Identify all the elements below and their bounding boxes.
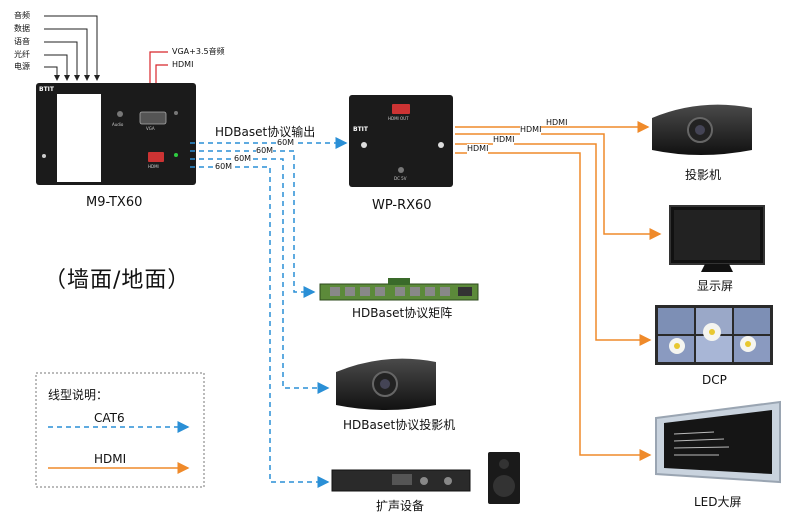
output-label-monitor: 显示屏 — [697, 279, 734, 293]
vga-audio-label: VGA+3.5音频 — [172, 47, 225, 56]
matrix-label: HDBaset协议矩阵 — [352, 306, 453, 320]
input-label-voice: 语音 — [14, 37, 30, 46]
rx-port-hdmi-out: HDMI OUT — [388, 116, 409, 121]
hdmi-input-label: HDMI — [172, 60, 194, 69]
distance-label: 60M — [234, 154, 252, 164]
led-screen-image — [655, 400, 781, 484]
projector-image — [652, 104, 752, 155]
tx-brand-logo: BTIT — [39, 86, 54, 93]
tx-device — [36, 83, 196, 185]
distance-label: 60M — [256, 146, 274, 156]
hdmi-line-label: HDMI — [467, 144, 489, 154]
distance-label: 60M — [215, 162, 233, 172]
output-label-led: LED大屏 — [694, 495, 742, 509]
rx-brand-logo: BTIT — [353, 126, 368, 133]
legend-cat6-label: CAT6 — [94, 411, 125, 425]
rx-device — [349, 95, 453, 187]
hdbaset-projector-image — [336, 358, 436, 410]
tx-port-hdmi: HDMI — [148, 164, 159, 169]
cat6-lines — [190, 137, 348, 488]
input-label-data: 数据 — [14, 24, 30, 33]
hdbaset-output-label: HDBaset协议输出 — [215, 125, 316, 139]
output-label-dcp: DCP — [702, 373, 727, 387]
input-label-audio: 音频 — [14, 11, 30, 20]
tx-port-audio: Audio — [112, 122, 124, 127]
audio-equipment-label: 扩声设备 — [376, 499, 425, 513]
legend-title: 线型说明： — [48, 388, 109, 402]
tx-port-vga: VGA — [146, 126, 155, 131]
monitor-image — [669, 205, 765, 272]
output-label-projector: 投影机 — [685, 168, 722, 182]
distance-label: 60M — [277, 138, 295, 148]
hdmi-lines — [455, 121, 662, 461]
audio-equipment-image — [331, 452, 520, 504]
dcp-image — [655, 305, 773, 365]
hdmi-line-label: HDMI — [520, 125, 542, 135]
input-label-fiber: 光纤 — [14, 50, 30, 59]
rx-name: WP-RX60 — [372, 198, 432, 213]
install-note: （墙面/地面） — [44, 268, 191, 293]
rx-port-dc: DC 5V — [394, 176, 407, 181]
legend-box — [35, 372, 205, 488]
matrix-image — [319, 278, 479, 301]
input-arrows — [44, 15, 100, 81]
tx-name: M9-TX60 — [86, 195, 143, 210]
hdmi-line-label: HDMI — [493, 135, 515, 145]
hdmi-line-label: HDMI — [546, 118, 568, 127]
input-label-power: 电源 — [14, 62, 30, 71]
legend-hdmi-label: HDMI — [94, 452, 127, 466]
hdbaset-projector-label: HDBaset协议投影机 — [343, 418, 456, 432]
